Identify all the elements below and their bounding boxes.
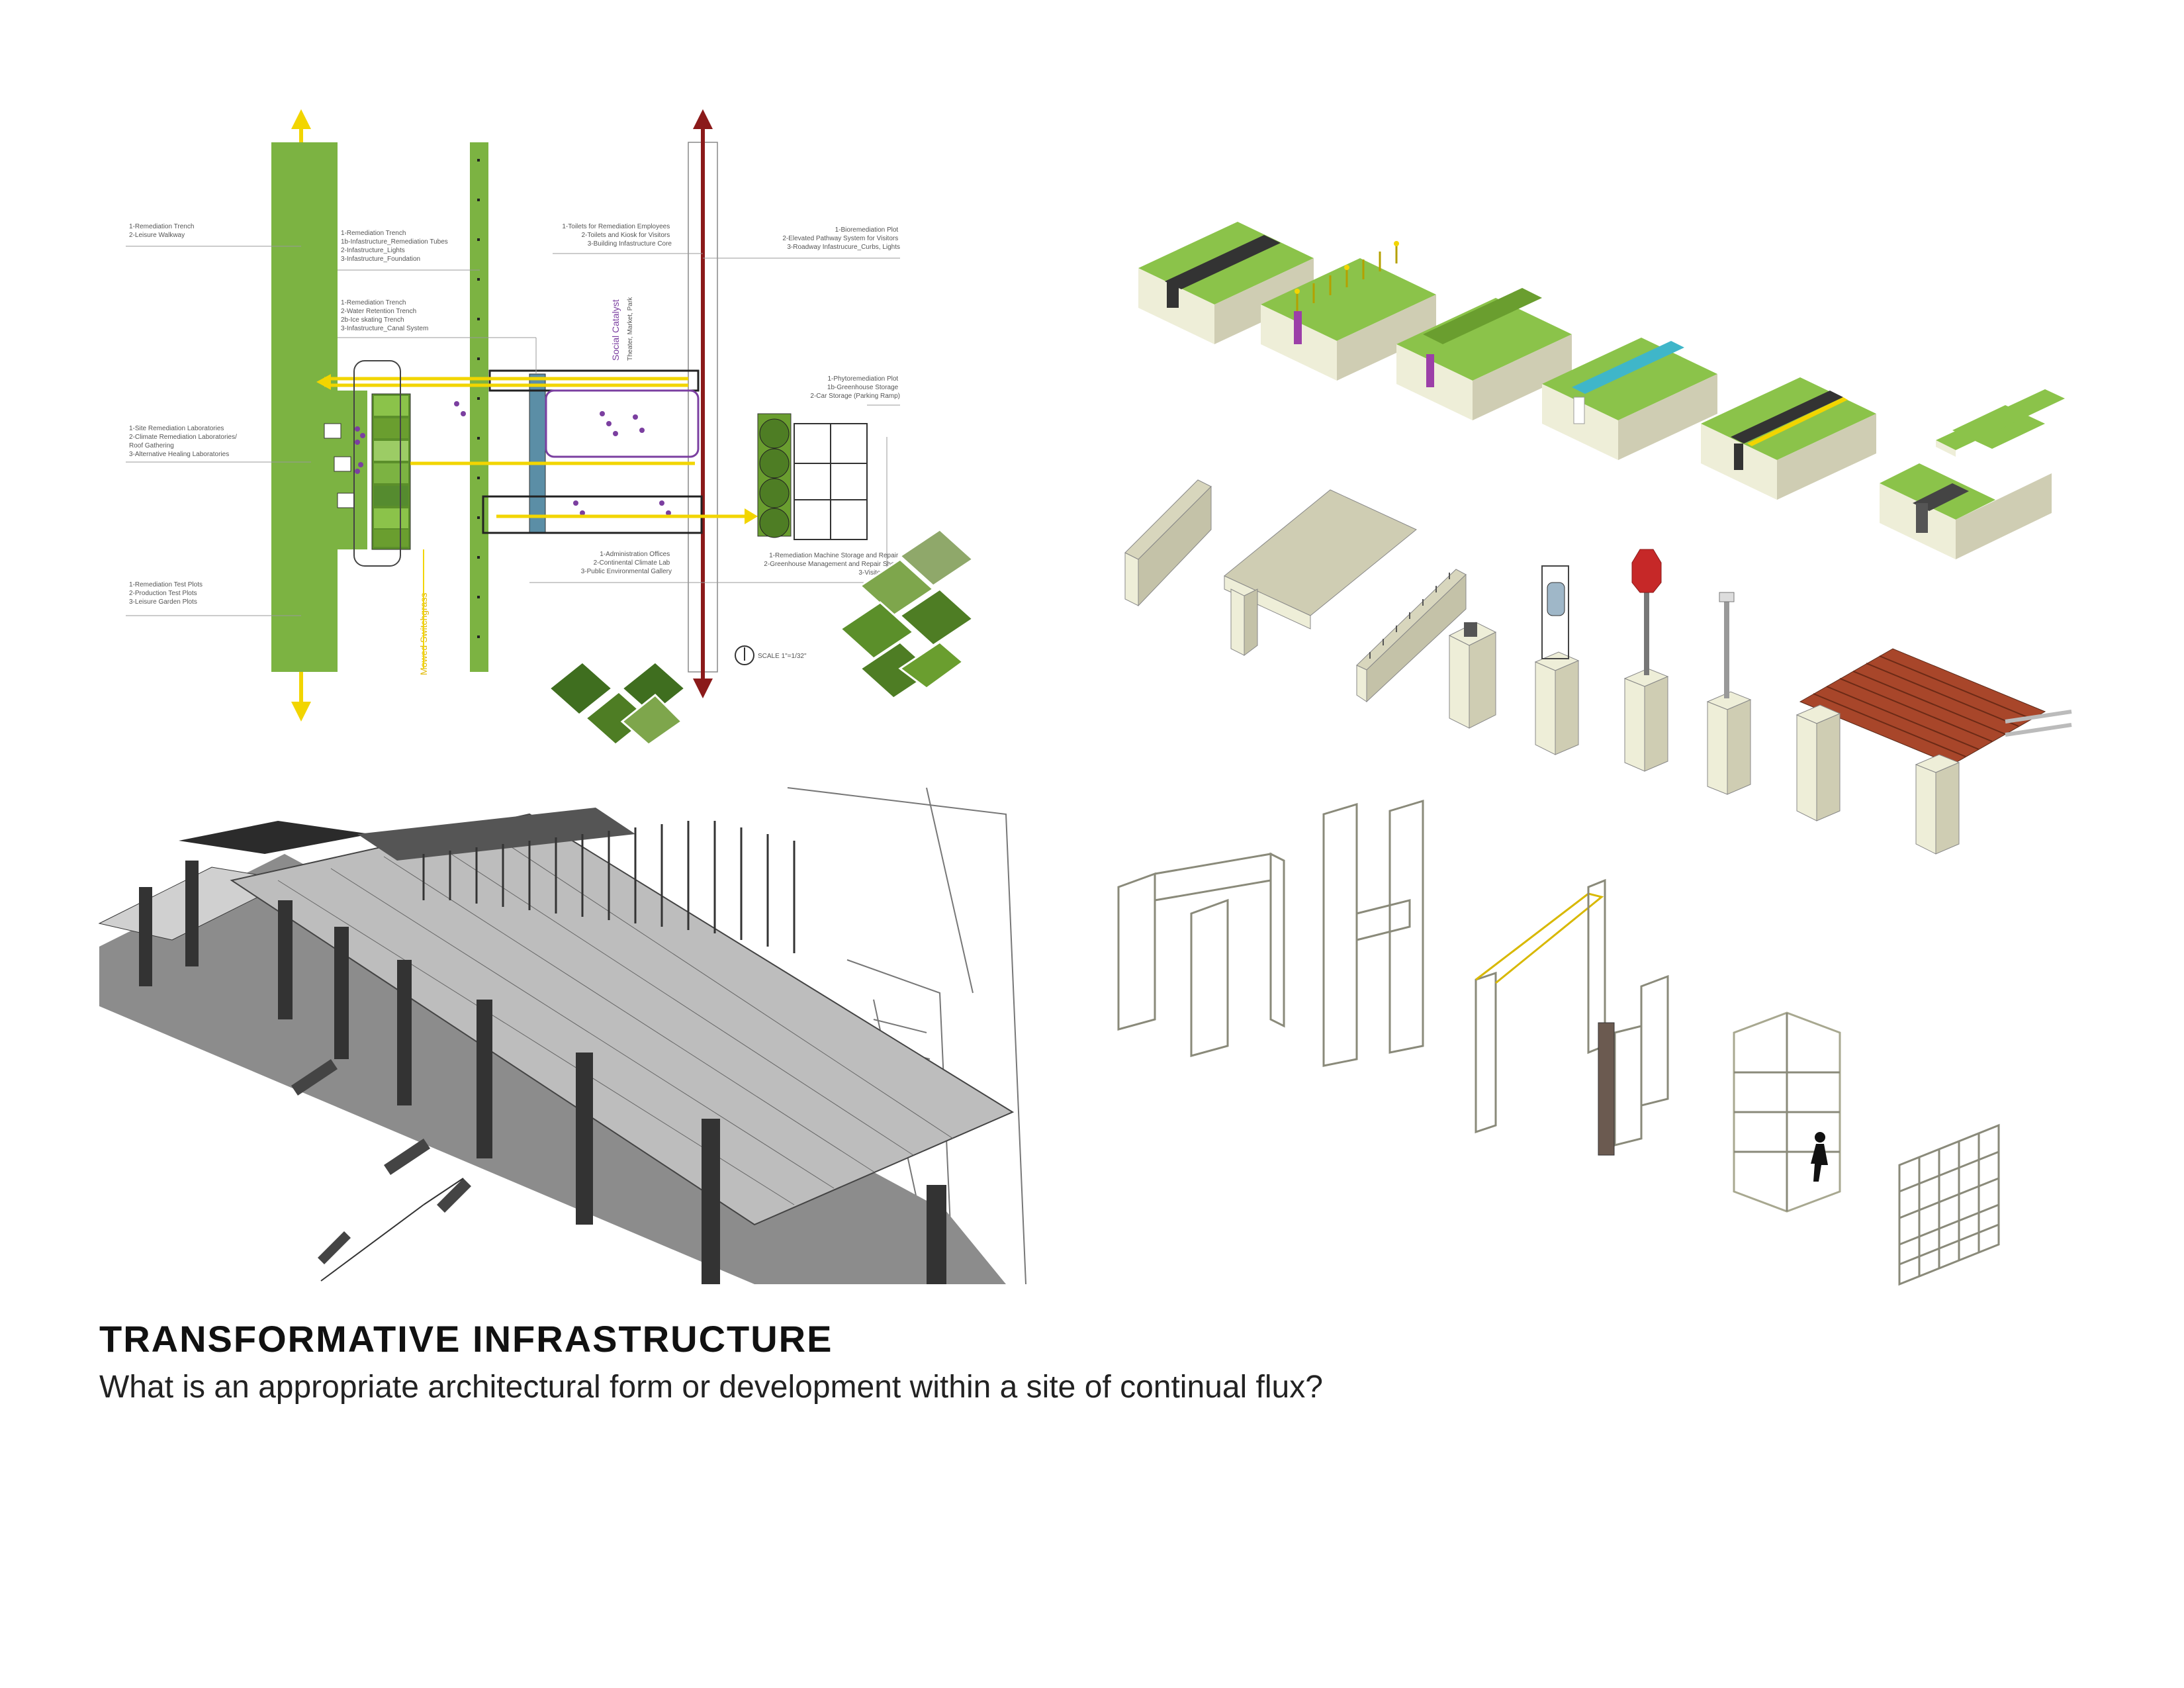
tile-cluster-bottom <box>547 661 687 746</box>
infrastructure-elements <box>1124 479 2072 855</box>
page-question: What is an appropriate architectural for… <box>99 1370 1323 1405</box>
label-left-3: 1-Remediation Test Plots 2-Production Te… <box>129 581 205 606</box>
tile-cluster-right <box>839 528 975 700</box>
canal-bar <box>529 373 546 534</box>
label-right-1: 1-Bioremediation Plot 2-Elevated Pathway… <box>782 226 900 251</box>
page-title: TRANSFORMATIVE INFRASTRUCTURE <box>99 1318 833 1360</box>
label-left-1: 1-Remediation Trench 2-Leisure Walkway <box>129 223 196 239</box>
garden-plots <box>371 393 411 550</box>
scale-label: SCALE 1"=1/32" <box>758 653 807 660</box>
trench-blocks <box>1138 222 2065 559</box>
label-mid-2: 1-Remediation Trench 2-Water Retention T… <box>341 299 428 332</box>
site-plan: Social Catalyst Theater, Market, Park Mo… <box>126 109 975 746</box>
mid-trench-strip <box>470 142 488 672</box>
dark-truss-column <box>1598 1022 1615 1156</box>
truss-frames <box>1117 799 2000 1286</box>
social-catalyst-sub: Theater, Market, Park <box>627 297 634 361</box>
person-figure <box>1811 1132 1828 1182</box>
label-center-2: 1-Administration Offices 2-Continental C… <box>581 551 672 575</box>
social-catalyst-label: Social Catalyst <box>610 299 621 361</box>
label-center-1: 1-Toilets for Remediation Employees 2-To… <box>562 223 672 248</box>
label-right-2: 1-Phytoremediation Plot 1b-Greenhouse St… <box>810 375 900 400</box>
label-left-2: 1-Site Remediation Laboratories 2-Climat… <box>129 425 239 458</box>
label-mid-1: 1-Remediation Trench 1b-Infastructure_Re… <box>341 230 450 263</box>
perspective-render <box>98 787 1026 1285</box>
